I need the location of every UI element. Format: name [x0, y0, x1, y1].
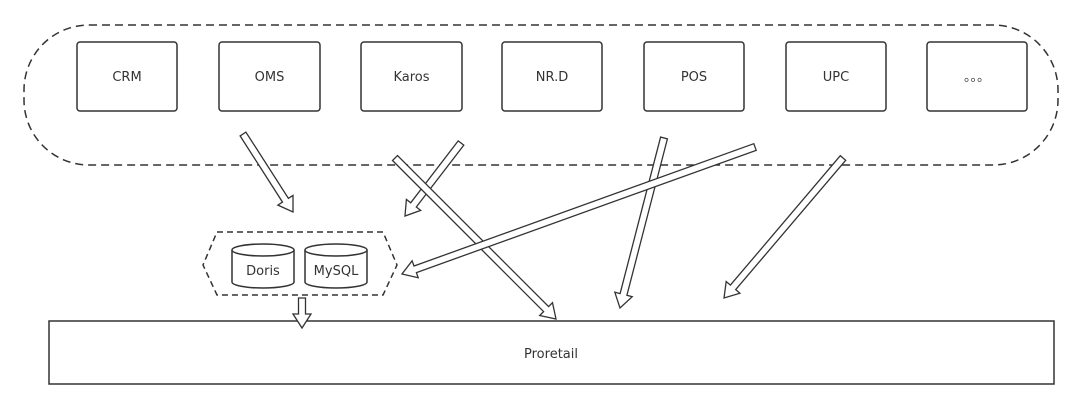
system-label-crm: CRM: [112, 70, 141, 85]
arrow-upc-to-proretail: [723, 154, 847, 299]
system-box-karos: Karos: [360, 41, 463, 112]
system-box-oms: OMS: [218, 41, 321, 112]
arrow-nrd-to-proretail: [613, 136, 669, 310]
data-flow-arrows: [239, 131, 847, 330]
system-label-upc: UPC: [823, 70, 849, 85]
system-box-more: 。。。: [926, 41, 1028, 112]
system-label-nrd: NR.D: [536, 70, 568, 85]
system-box-upc: UPC: [785, 41, 887, 112]
database-label-mysql: MySQL: [314, 264, 359, 279]
database-mysql-icon: MySQL: [304, 243, 368, 289]
arrow-oms-to-storage: [239, 131, 294, 214]
system-label-oms: OMS: [255, 70, 285, 85]
arrow-pos-to-storage: [400, 142, 758, 279]
system-label-karos: Karos: [393, 70, 429, 85]
system-box-crm: CRM: [76, 41, 178, 112]
arrow-storage-to-proretail: [291, 297, 313, 330]
system-label-more: 。。。: [964, 70, 990, 85]
storage-group: [202, 231, 398, 296]
database-label-doris: Doris: [246, 264, 280, 279]
proretail-label: Proretail: [524, 347, 578, 362]
arrow-karos-to-proretail: [391, 154, 557, 320]
database-doris-icon: Doris: [231, 243, 295, 289]
system-box-pos: POS: [643, 41, 745, 112]
system-box-nrd: NR.D: [501, 41, 603, 112]
arrow-karos-to-storage: [404, 139, 465, 217]
system-label-pos: POS: [681, 70, 707, 85]
proretail-box: Proretail: [48, 320, 1055, 385]
